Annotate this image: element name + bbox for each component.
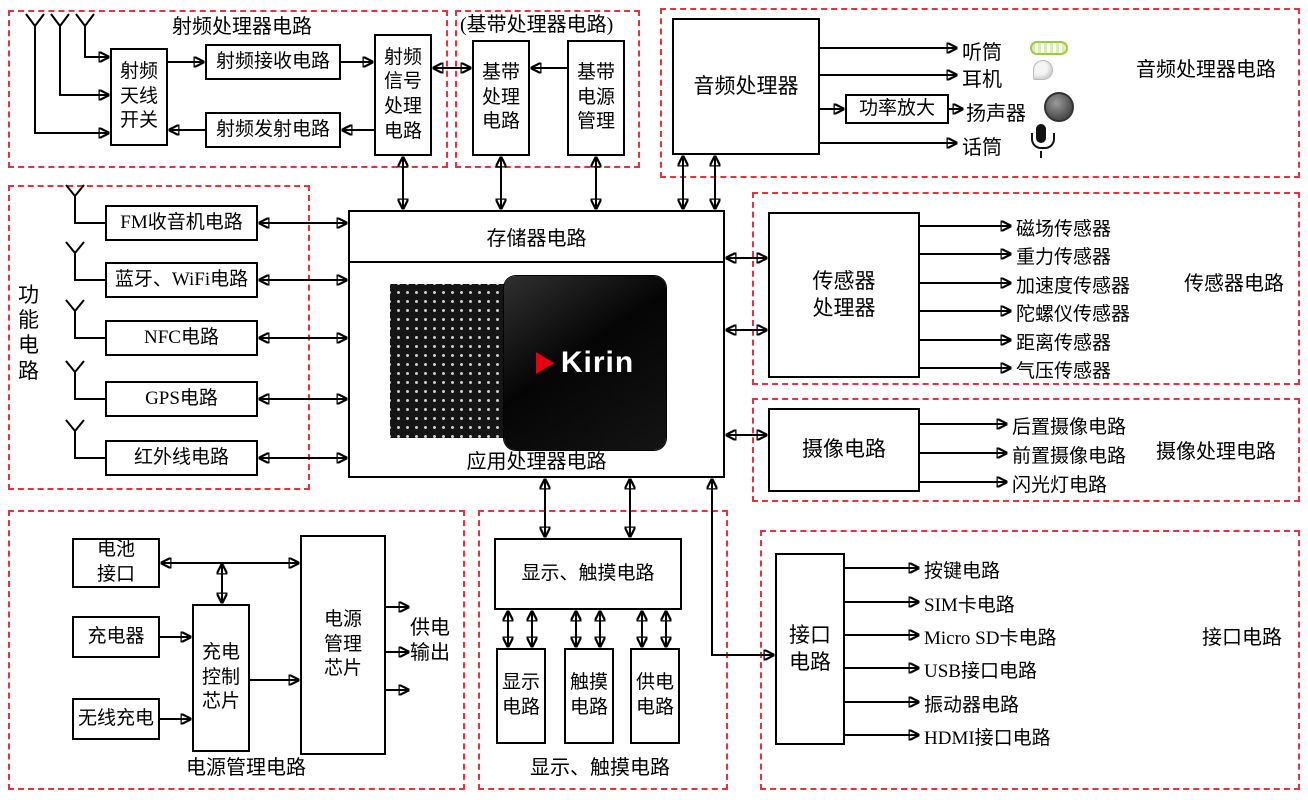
headphone-icon bbox=[1033, 60, 1053, 80]
rf-transmit-box: 射频发射电路 bbox=[205, 112, 341, 148]
interface-item-keys: 按键电路 bbox=[924, 561, 1001, 582]
camera-item-flash: 闪光灯电路 bbox=[1012, 475, 1108, 496]
kirin-chip-image: Kirin bbox=[504, 276, 666, 450]
fm-radio-box: FM收音机电路 bbox=[105, 205, 258, 241]
earpiece-label: 听筒 bbox=[962, 42, 1002, 64]
microphone-icon bbox=[1028, 124, 1055, 160]
interface-item-vibrator: 振动器电路 bbox=[924, 695, 1020, 716]
chip-bga-image bbox=[390, 284, 516, 438]
camera-group-frame bbox=[752, 398, 1300, 502]
power-group-frame bbox=[8, 510, 465, 790]
audio-group-title: 音频处理器电路 bbox=[1136, 59, 1276, 81]
infrared-box: 红外线电路 bbox=[105, 440, 258, 476]
sensor-item-magnetic: 磁场传感器 bbox=[1016, 219, 1112, 240]
display-touch-hub-box: 显示、触摸电路 bbox=[494, 538, 682, 610]
charger-box: 充电器 bbox=[72, 616, 160, 658]
nfc-box: NFC电路 bbox=[105, 320, 258, 356]
sensor-item-proximity: 距离传感器 bbox=[1016, 333, 1112, 354]
functions-group-title: 功 能 电 路 bbox=[18, 283, 39, 383]
sensor-item-accelerometer: 加速度传感器 bbox=[1016, 276, 1131, 297]
audio-group-frame bbox=[660, 8, 1300, 178]
speaker-icon bbox=[1044, 92, 1074, 122]
power-amplifier-box: 功率放大 bbox=[845, 94, 949, 124]
kirin-brand-text: Kirin bbox=[560, 346, 635, 379]
sensor-item-barometer: 气压传感器 bbox=[1016, 361, 1112, 382]
interface-group-title: 接口电路 bbox=[1202, 627, 1282, 649]
speaker-label: 扬声器 bbox=[966, 103, 1026, 125]
sensor-item-gravity: 重力传感器 bbox=[1016, 247, 1112, 268]
camera-item-rear: 后置摄像电路 bbox=[1012, 417, 1127, 438]
bluetooth-wifi-box: 蓝牙、WiFi电路 bbox=[105, 262, 258, 298]
application-processor-label: 应用处理器电路 bbox=[466, 451, 607, 473]
sensors-group-frame bbox=[752, 192, 1300, 385]
interface-item-microsd: Micro SD卡电路 bbox=[924, 628, 1057, 649]
power-management-chip-box: 电源 管理 芯片 bbox=[300, 535, 386, 755]
power-group-title: 电源管理电路 bbox=[186, 757, 306, 779]
interface-item-sim: SIM卡电路 bbox=[924, 595, 1015, 616]
display-group-title: 显示、触摸电路 bbox=[530, 757, 670, 779]
baseband-power-box: 基带 电源 管理 bbox=[567, 40, 625, 156]
memory-circuit-label: 存储器电路 bbox=[486, 228, 587, 250]
display-circuit-box: 显示 电路 bbox=[496, 648, 546, 744]
rf-group-frame bbox=[8, 10, 448, 168]
charge-control-chip-box: 充电 控制 芯片 bbox=[192, 604, 250, 752]
sensor-processor-box: 传感器 处理器 bbox=[768, 212, 920, 378]
power-supply-circuit-box: 供电 电路 bbox=[630, 648, 680, 744]
earpiece-icon bbox=[1030, 41, 1068, 55]
rf-group-title: 射频处理器电路 bbox=[172, 16, 312, 38]
camera-group-title: 摄像处理电路 bbox=[1156, 441, 1276, 463]
baseband-group-title: (基带处理器电路) bbox=[460, 14, 614, 36]
headphone-label: 耳机 bbox=[962, 69, 1002, 91]
rf-receive-box: 射频接收电路 bbox=[205, 44, 341, 80]
baseband-group-frame bbox=[455, 10, 640, 168]
rf-signal-processing-box: 射频 信号 处理 电路 bbox=[374, 34, 432, 156]
sensors-group-title: 传感器电路 bbox=[1184, 273, 1284, 295]
touch-circuit-box: 触摸 电路 bbox=[564, 648, 614, 744]
battery-interface-box: 电池 接口 bbox=[72, 538, 160, 588]
microphone-stem bbox=[1040, 151, 1042, 158]
audio-processor-box: 音频处理器 bbox=[672, 18, 820, 155]
interface-item-usb: USB接口电路 bbox=[924, 661, 1037, 682]
microphone-label: 话筒 bbox=[962, 137, 1002, 159]
sensor-item-gyroscope: 陀螺仪传感器 bbox=[1016, 304, 1131, 325]
interface-item-hdmi: HDMI接口电路 bbox=[924, 728, 1051, 749]
kirin-logo-icon bbox=[535, 352, 554, 374]
camera-item-front: 前置摄像电路 bbox=[1012, 446, 1127, 467]
interface-circuit-box: 接口 电路 bbox=[775, 553, 845, 745]
gps-box: GPS电路 bbox=[105, 381, 258, 417]
power-output-label: 供电 输出 bbox=[410, 617, 450, 664]
camera-circuit-box: 摄像电路 bbox=[768, 408, 920, 492]
wireless-charging-box: 无线充电 bbox=[72, 698, 160, 740]
rf-antenna-switch-box: 射频 天线 开关 bbox=[110, 48, 168, 146]
baseband-processor-box: 基带 处理 电路 bbox=[472, 40, 530, 156]
